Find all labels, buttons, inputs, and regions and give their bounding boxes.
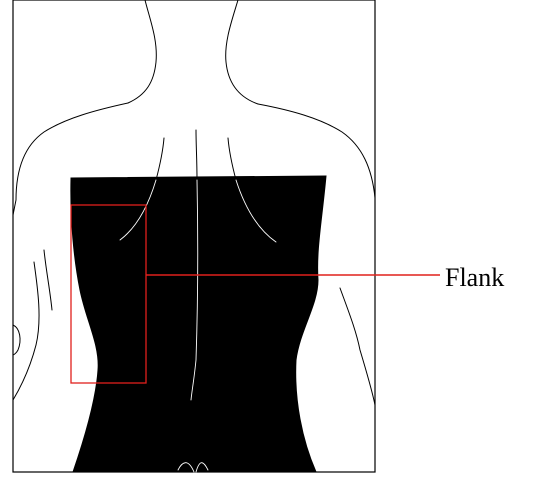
- torso-shaded-region: [71, 176, 326, 472]
- flank-label: Flank: [445, 263, 504, 293]
